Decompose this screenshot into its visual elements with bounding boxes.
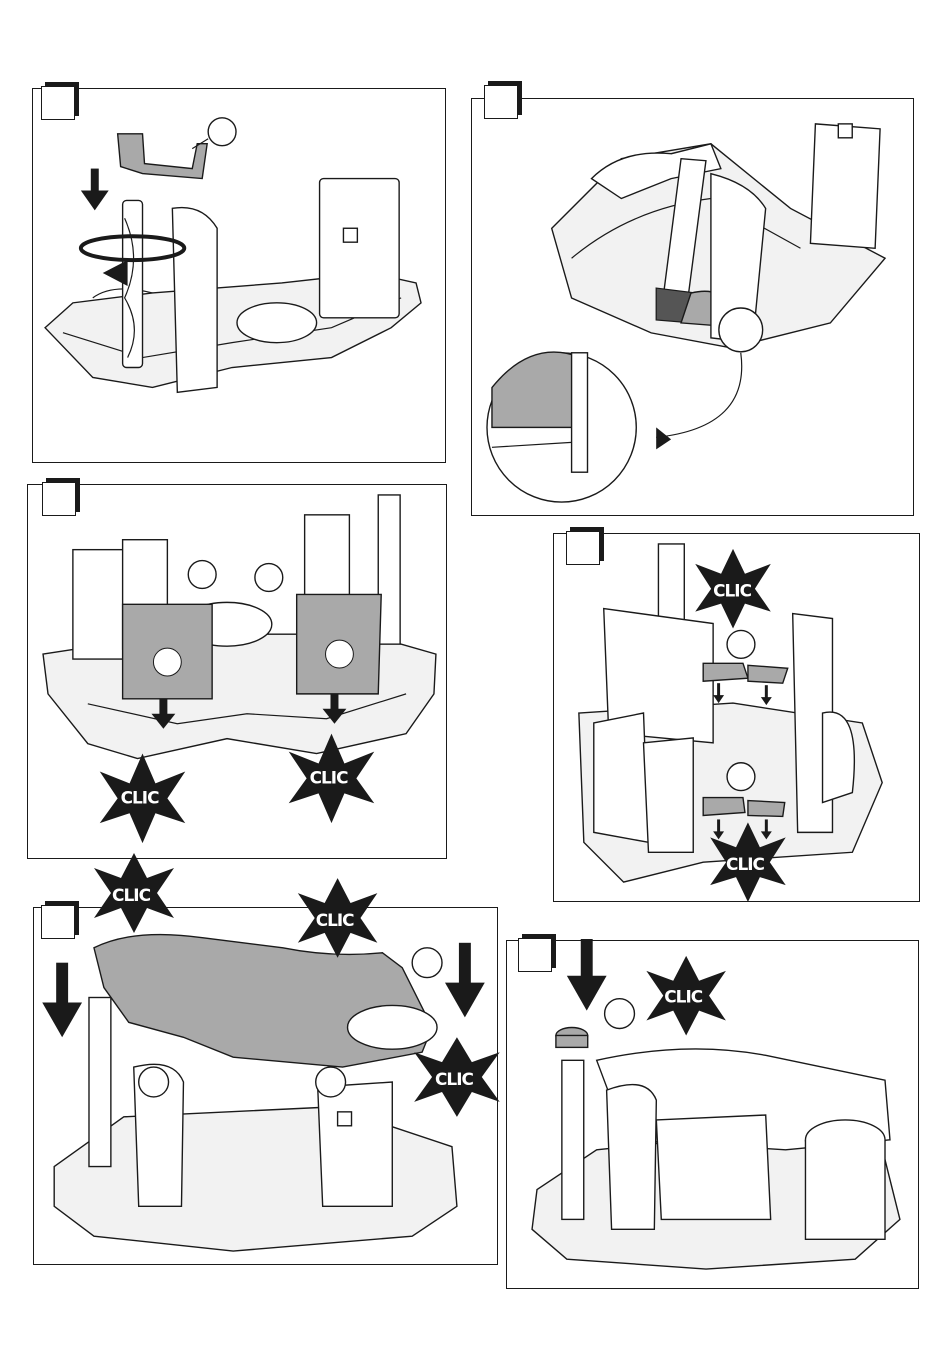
clic-star-icon: CLIC: [695, 549, 771, 629]
step-3-panel: CLIC CLIC: [27, 484, 447, 859]
svg-text:CLIC: CLIC: [664, 987, 702, 1007]
step-1-illustration: [33, 89, 445, 462]
step-6-illustration: CLIC: [507, 941, 918, 1288]
holder-cylinder: [810, 124, 880, 248]
callout-circle-icon: [412, 948, 442, 978]
callout-circle-icon: [208, 118, 236, 146]
svg-text:CLIC: CLIC: [310, 767, 348, 787]
clic-star-icon: CLIC: [100, 754, 186, 844]
callout-circle-icon: [727, 763, 755, 791]
callout-circle-icon: [255, 564, 283, 592]
clic-star-icon: CLIC: [84, 853, 184, 953]
cap-part: [118, 134, 208, 179]
step-4-illustration: CLIC CLIC: [554, 534, 919, 901]
clic-star-icon: CLIC: [298, 878, 378, 958]
callout-circle-icon: [139, 1067, 169, 1097]
clic-star-icon: CLIC: [414, 1037, 500, 1117]
svg-text:CLIC: CLIC: [435, 1069, 473, 1089]
clic-star-icon: CLIC: [646, 956, 726, 1036]
svg-text:CLIC: CLIC: [713, 581, 751, 601]
step-1-panel: [32, 88, 446, 463]
step-5-panel: CLIC CLIC CLIC: [33, 907, 498, 1265]
pole: [89, 997, 111, 1166]
pole: [562, 1060, 584, 1219]
svg-text:CLIC: CLIC: [121, 787, 159, 807]
callout-circle-icon: [316, 1067, 346, 1097]
step-2-panel: [471, 98, 914, 516]
svg-text:CLIC: CLIC: [112, 886, 151, 906]
svg-text:CLIC: CLIC: [316, 910, 354, 930]
step-3-illustration: CLIC CLIC: [28, 485, 446, 858]
step-5-illustration: CLIC CLIC: [34, 908, 497, 1264]
callout-circle-icon: [605, 999, 635, 1029]
svg-text:CLIC: CLIC: [726, 854, 764, 874]
arrow-down-icon: [567, 939, 607, 1011]
holder-cylinder: [320, 179, 400, 318]
arrow-down-icon: [81, 169, 109, 211]
step-4-panel: CLIC CLIC: [553, 533, 920, 902]
callout-circle-icon: [188, 561, 216, 589]
step-2-illustration: [472, 99, 913, 515]
callout-circle-icon: [727, 630, 755, 658]
step-6-panel: CLIC: [506, 940, 919, 1289]
